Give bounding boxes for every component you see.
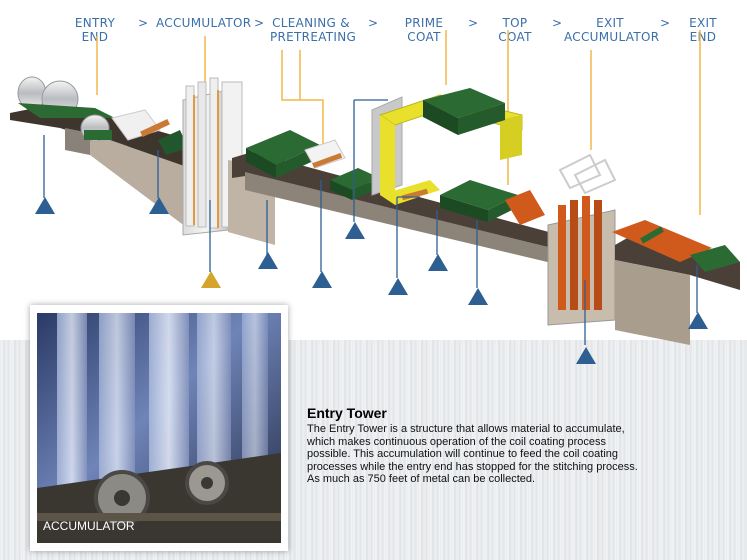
step-entry-end[interactable]: ENTRY END — [74, 16, 116, 44]
step-separator: > — [552, 16, 563, 30]
marker-prime-coater[interactable] — [387, 276, 409, 296]
step-exit-end[interactable]: EXIT END — [689, 16, 717, 44]
entry-accumulator-tower — [182, 77, 275, 245]
exit-end — [612, 220, 740, 345]
info-body: The Entry Tower is a structure that allo… — [307, 423, 638, 485]
photo-card: ACCUMULATOR — [30, 305, 288, 551]
marker-stitcher[interactable] — [148, 195, 170, 215]
cleaning-section — [246, 130, 346, 178]
payoff-coils — [17, 76, 188, 155]
process-step-nav: ENTRY END > ACCUMULATOR > CLEANING & PRE… — [0, 0, 747, 50]
step-prime-coat[interactable]: PRIME COAT — [404, 16, 444, 44]
accumulator-photo-image — [37, 313, 281, 543]
step-separator: > — [468, 16, 479, 30]
step-separator: > — [254, 16, 265, 30]
photo-caption: ACCUMULATOR — [43, 519, 135, 533]
marker-pretreat-rinse[interactable] — [311, 269, 333, 289]
step-separator: > — [138, 16, 149, 30]
step-separator: > — [368, 16, 379, 30]
info-title: Entry Tower — [307, 405, 387, 421]
marker-entry-accumulator[interactable] — [200, 269, 222, 289]
marker-prime-oven[interactable] — [427, 252, 449, 272]
accumulator-photo: ACCUMULATOR — [37, 313, 281, 543]
exit-accumulator-tower — [547, 153, 617, 326]
step-exit-accumulator[interactable]: EXIT ACCUMULATOR — [564, 16, 660, 44]
step-accumulator[interactable]: ACCUMULATOR — [156, 16, 252, 30]
marker-top-coater[interactable] — [467, 286, 489, 306]
step-cleaning-pretreating[interactable]: CLEANING & PRETREATING — [270, 16, 357, 44]
coil-coating-line-diagram — [10, 30, 740, 345]
top-coater — [440, 180, 545, 225]
prime-oven — [371, 88, 523, 205]
marker-dryer[interactable] — [344, 220, 366, 240]
step-separator: > — [660, 16, 671, 30]
marker-cleaning-section[interactable] — [257, 250, 279, 270]
info-panel: Entry Tower The Entry Tower is a structu… — [307, 405, 645, 486]
marker-recoiler[interactable] — [687, 310, 709, 330]
marker-payoff-reels[interactable] — [34, 195, 56, 215]
marker-exit-accumulator[interactable] — [575, 345, 597, 365]
step-top-coat[interactable]: TOP COAT — [498, 16, 532, 44]
leader-lines — [96, 30, 701, 215]
marker-stems — [43, 99, 698, 345]
